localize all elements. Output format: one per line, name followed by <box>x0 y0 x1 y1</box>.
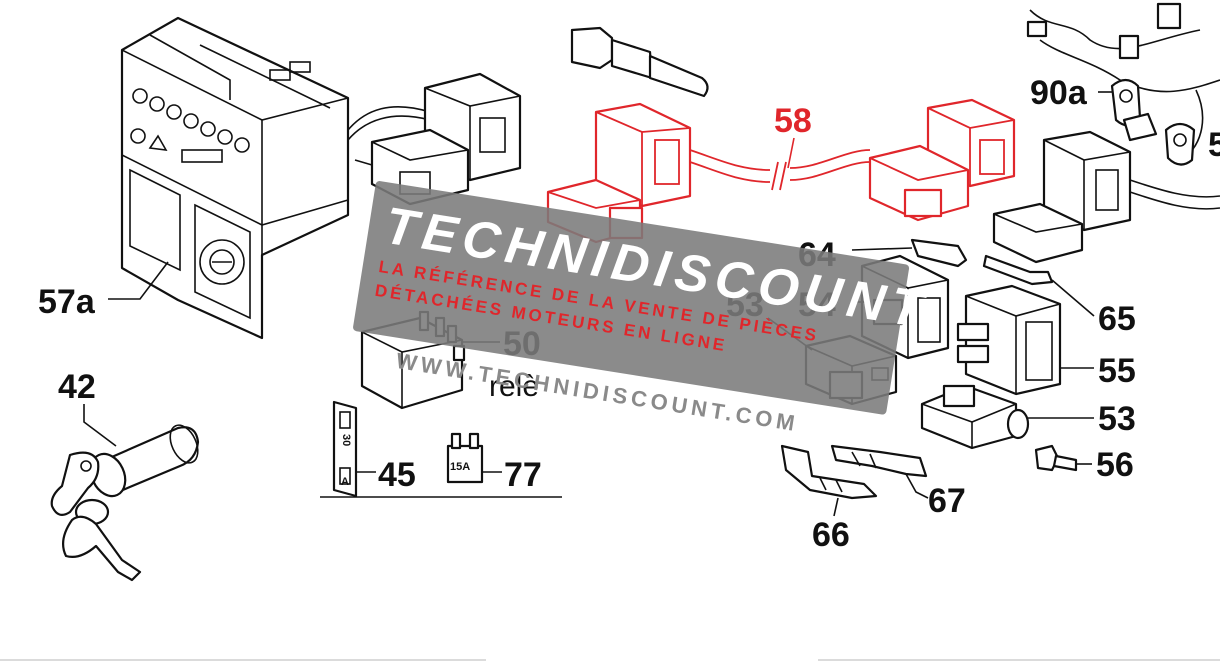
terminal-65 <box>982 254 1054 286</box>
connector-53-lower <box>920 384 1030 450</box>
bolt-56 <box>1034 444 1078 472</box>
ignition-switch-42 <box>50 424 200 582</box>
strip-fuse-45: 30 A <box>332 400 358 498</box>
label-65: 65 <box>1098 300 1136 338</box>
terminal-5 <box>1164 122 1196 166</box>
label-90a: 90a <box>1030 74 1088 112</box>
terminal-64 <box>910 238 968 268</box>
terminal-90a <box>1110 78 1158 142</box>
hour-meter-dial-icon <box>199 239 245 285</box>
leader-67 <box>905 473 929 499</box>
label-5: 5 <box>1208 126 1220 164</box>
leader-65 <box>1051 279 1095 317</box>
leader-42 <box>83 404 117 447</box>
blade-fuse-77: 15A <box>446 432 484 484</box>
label-42: 42 <box>58 368 96 406</box>
label-rele: relè <box>489 370 539 403</box>
fuse-stamp-value: 30 <box>340 434 352 446</box>
terminal-66 <box>780 444 878 500</box>
glow-plug <box>570 26 709 98</box>
watermark-band <box>353 181 910 415</box>
label-53-lower: 53 <box>1098 400 1136 438</box>
label-57a: 57a <box>38 283 96 321</box>
terminal-67 <box>830 444 928 478</box>
blade-fuse-stamp: 15A <box>450 461 470 473</box>
fuse-stamp-letter: A <box>341 476 349 488</box>
indicator-lamps-icon <box>130 88 250 163</box>
leader-66 <box>833 497 839 517</box>
label-66: 66 <box>812 516 850 554</box>
leader-57a <box>108 261 169 300</box>
label-56: 56 <box>1096 446 1134 484</box>
label-58: 58 <box>774 102 812 140</box>
leader-64 <box>851 247 913 251</box>
label-55: 55 <box>1098 352 1136 390</box>
label-77: 77 <box>504 456 542 494</box>
leader-58 <box>787 137 795 169</box>
label-45: 45 <box>378 456 416 494</box>
key-icon <box>50 451 142 582</box>
connector-55 <box>956 284 1062 396</box>
label-67: 67 <box>928 482 966 520</box>
